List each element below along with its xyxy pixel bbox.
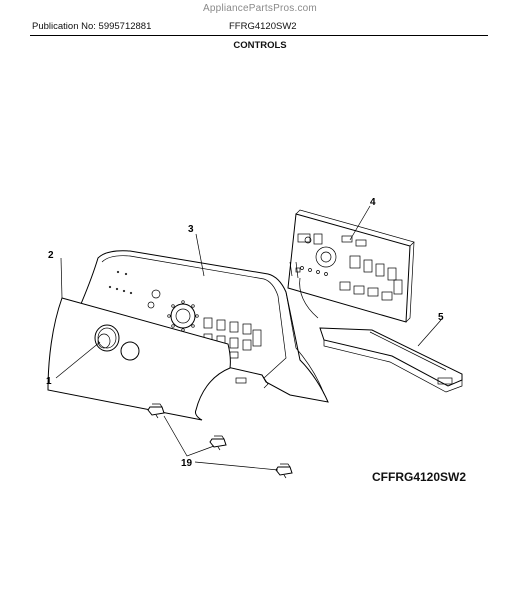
callout-2: 2 [48, 250, 54, 261]
callout-5: 5 [438, 312, 444, 323]
callout-4: 4 [370, 197, 376, 208]
knob-part-1 [94, 324, 140, 361]
section-title: CONTROLS [233, 40, 287, 51]
clips-part-19 [147, 403, 293, 479]
control-board-part-4 [287, 209, 415, 323]
board-cover-part-5 [319, 327, 463, 393]
callout-19: 19 [181, 458, 193, 469]
model-number: FFRG4120SW2 [229, 21, 297, 32]
leader-lines [55, 205, 442, 471]
callout-3: 3 [188, 224, 194, 235]
watermark: AppliancePartsPros.com [203, 3, 317, 14]
callout-1: 1 [46, 376, 52, 387]
control-panel-part-2 [47, 297, 231, 421]
header-divider [30, 35, 488, 36]
figure-id: CFFRG4120SW2 [372, 470, 467, 484]
publication-number: Publication No: 5995712881 [32, 21, 152, 32]
